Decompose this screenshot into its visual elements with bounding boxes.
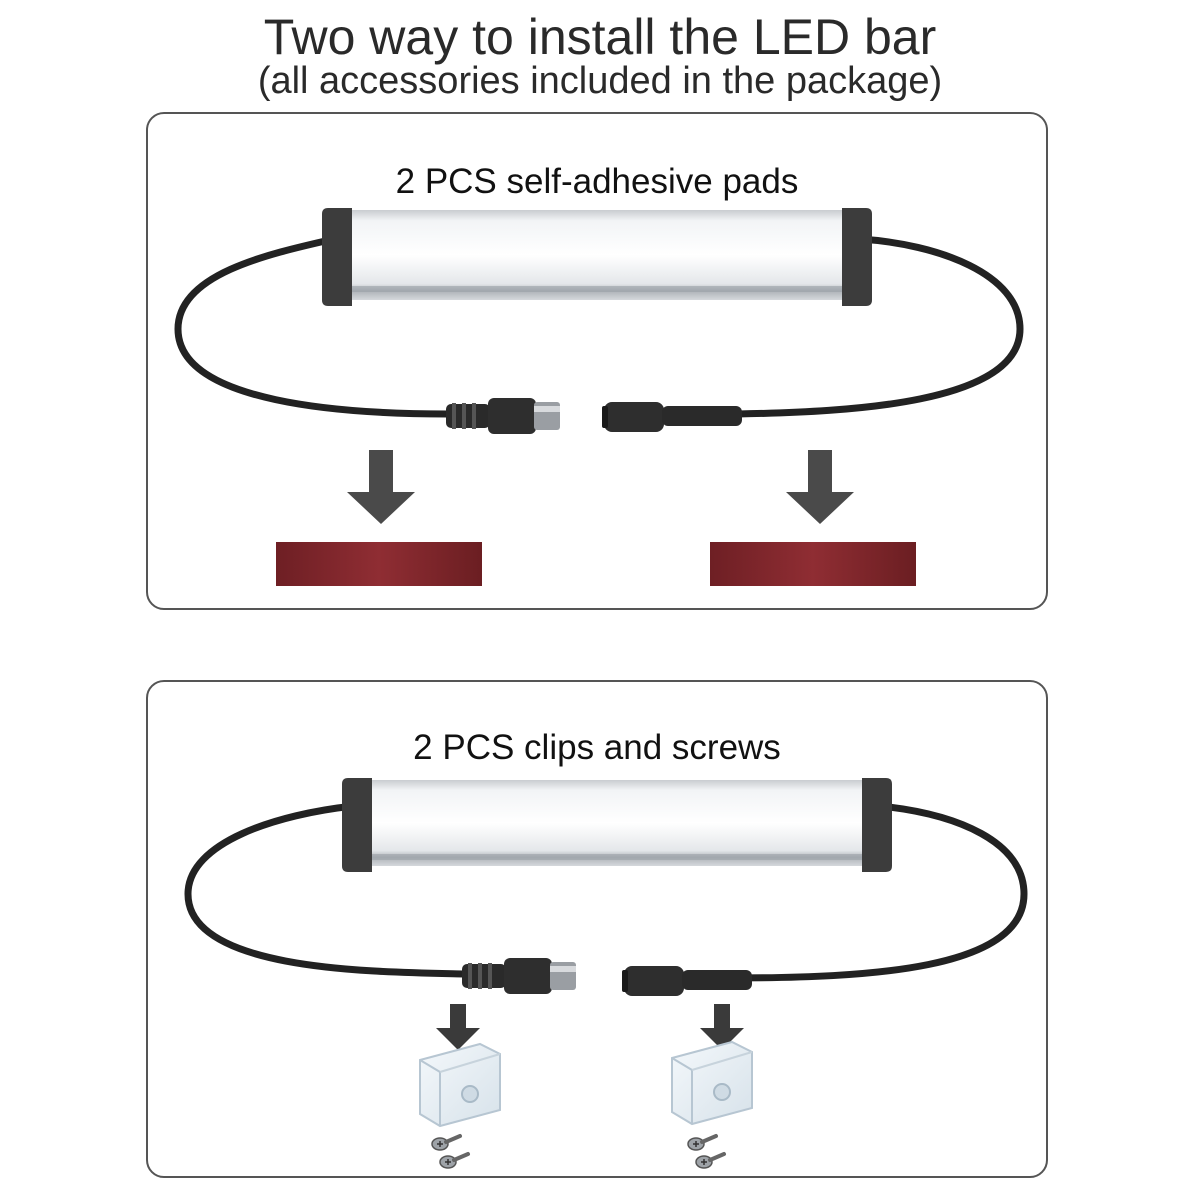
adhesive-install-illustration [174,208,1024,586]
page-subtitle: (all accessories included in the package… [257,60,943,102]
page-title: Two way to install the LED bar [263,9,937,65]
panel-adhesive-pads: 2 PCS self-adhesive pads [146,112,1048,610]
panel-label: 2 PCS self-adhesive pads [395,162,799,201]
led-bar [342,778,892,872]
screw-icon [687,1134,718,1151]
down-arrow-icon [786,450,854,524]
right-cable [724,802,1028,982]
right-cable [734,235,1024,418]
panel-clips-and-screws: 2 PCS clips and screws [146,680,1048,1178]
mounting-clip [419,1042,501,1128]
mounting-clip [671,1040,753,1126]
clip-install-illustration [184,778,1028,1169]
screw-icon [695,1152,726,1169]
screw-icon [431,1134,462,1151]
panel-label: 2 PCS clips and screws [413,728,781,767]
female-dc-connector [622,966,752,996]
down-arrow-icon [700,1004,744,1050]
female-dc-connector [602,402,742,432]
left-cable [184,802,470,978]
down-arrow-icon [347,450,415,524]
down-arrow-icon [436,1004,480,1050]
led-bar [322,208,872,306]
adhesive-pad [710,542,916,586]
male-dc-connector [446,398,560,434]
screw-icon [439,1152,470,1169]
left-cable [174,235,452,418]
adhesive-pad [276,542,482,586]
male-dc-connector [462,958,576,994]
